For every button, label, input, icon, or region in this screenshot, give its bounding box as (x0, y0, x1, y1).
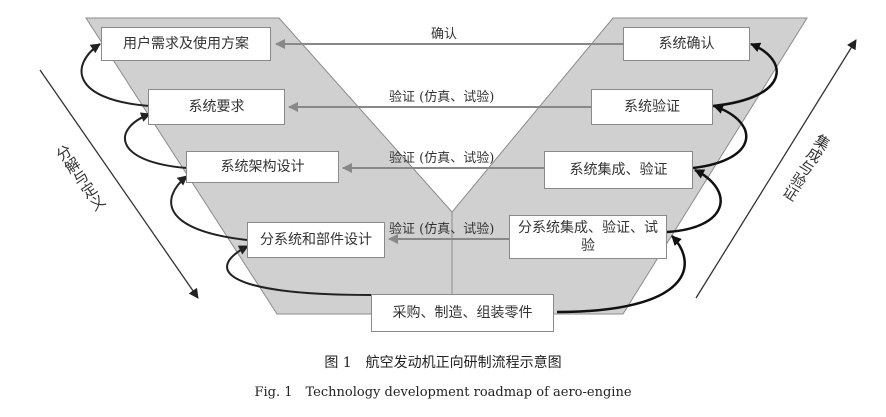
subsystem-design-box: 分系统和部件设计 (247, 222, 385, 258)
system-architecture-box: 系统架构设计 (186, 151, 339, 183)
caption-chinese: 图 1 航空发动机正向研制流程示意图 (324, 355, 562, 371)
left-curve-1 (80, 43, 151, 107)
confirm-label: 确认 (431, 27, 458, 42)
left-diagonal-arrow (39, 69, 199, 299)
right-curve-3 (692, 104, 748, 170)
subsystem-verify-box: 分系统集成、验证、试验 (509, 215, 667, 259)
right-diagonal-arrow (695, 39, 857, 299)
right-curve-2 (666, 168, 722, 234)
left-curve-3 (170, 175, 248, 241)
system-confirm-box: 系统确认 (623, 27, 750, 61)
manufacturing-box: 采购、制造、组装零件 (371, 294, 554, 332)
verify-label-2: 验证 (仿真、试验) (389, 151, 495, 166)
caption-english: Fig. 1 Technology development roadmap of… (254, 385, 632, 400)
system-requirements-box: 系统要求 (148, 89, 285, 125)
user-needs-box: 用户需求及使用方案 (101, 27, 271, 61)
left-curve-2 (124, 112, 188, 169)
system-integration-box: 系统集成、验证 (544, 151, 693, 189)
left-curve-4 (226, 245, 372, 296)
system-verify-box: 系统验证 (591, 89, 713, 125)
verify-label-3: 验证 (仿真、试验) (389, 222, 495, 237)
verify-label-1: 验证 (仿真、试验) (389, 90, 495, 105)
right-curve-1 (556, 235, 686, 314)
right-curve-4 (712, 42, 778, 108)
